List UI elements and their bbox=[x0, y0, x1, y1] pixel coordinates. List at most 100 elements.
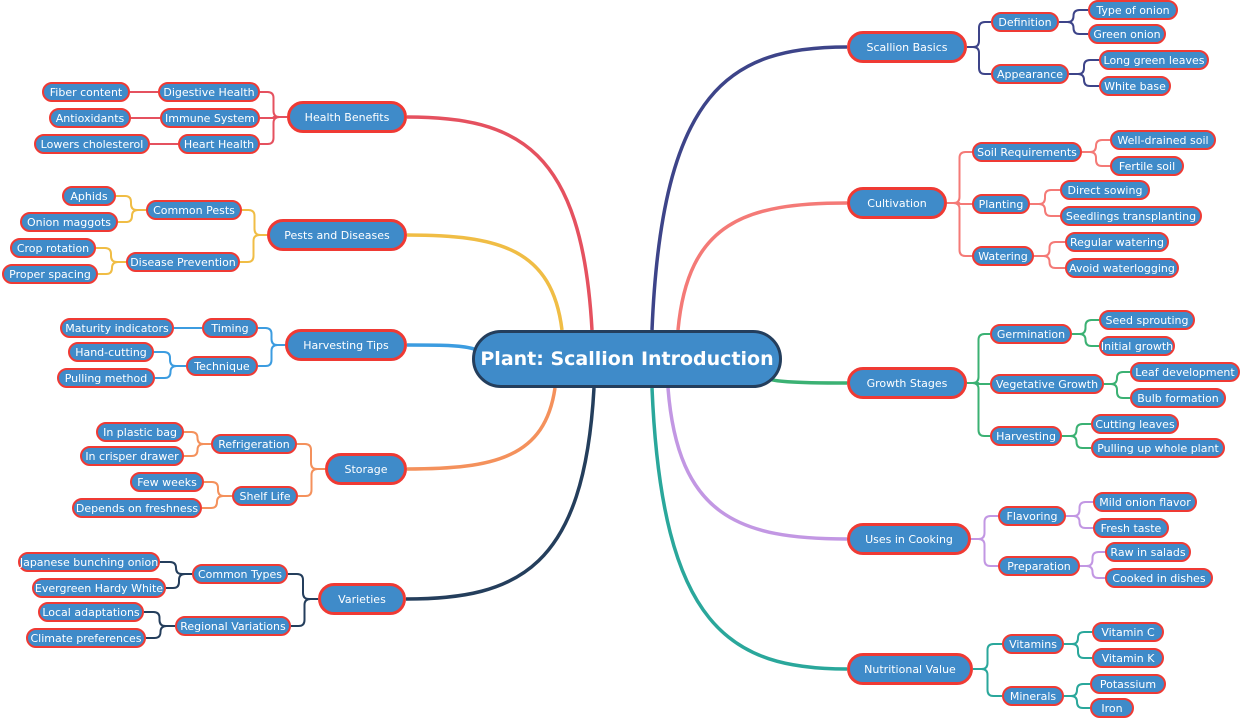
leaf-onion-maggots[interactable]: Onion maggots bbox=[20, 212, 118, 232]
topic-cultivation[interactable]: Cultivation bbox=[847, 187, 947, 219]
leaf-lowers-cholesterol[interactable]: Lowers cholesterol bbox=[34, 134, 150, 154]
subtopic-harvesting[interactable]: Harvesting bbox=[990, 426, 1062, 446]
subtopic-regional-variations[interactable]: Regional Variations bbox=[175, 616, 291, 636]
leaf-seedlings-transplanting[interactable]: Seedlings transplanting bbox=[1060, 206, 1202, 226]
leaf-fiber-content[interactable]: Fiber content bbox=[42, 82, 130, 102]
connector-onion-maggots bbox=[118, 209, 146, 223]
topic-growth-stages[interactable]: Growth Stages bbox=[847, 367, 967, 399]
connector-vegetative-growth bbox=[967, 382, 990, 385]
leaf-green-onion[interactable]: Green onion bbox=[1088, 24, 1166, 44]
leaf-pulling-up-whole-plant[interactable]: Pulling up whole plant bbox=[1091, 438, 1225, 458]
subtopic-technique[interactable]: Technique bbox=[186, 356, 258, 376]
leaf-fertile-soil[interactable]: Fertile soil bbox=[1110, 156, 1184, 176]
topic-storage[interactable]: Storage bbox=[325, 453, 407, 485]
branch-connector-nutritional-value bbox=[650, 387, 848, 671]
leaf-seed-sprouting[interactable]: Seed sprouting bbox=[1099, 310, 1195, 330]
connector-evergreen-hardy-white bbox=[166, 573, 192, 589]
leaf-type-of-onion[interactable]: Type of onion bbox=[1088, 0, 1178, 20]
connector-depends-on-freshness bbox=[202, 495, 232, 509]
subtopic-preparation[interactable]: Preparation bbox=[998, 556, 1080, 576]
leaf-aphids[interactable]: Aphids bbox=[62, 186, 116, 206]
connector-harvesting bbox=[967, 382, 990, 437]
connector-timing bbox=[258, 327, 285, 346]
topic-pests-and-diseases[interactable]: Pests and Diseases bbox=[267, 219, 407, 251]
connector-fresh-taste bbox=[1066, 515, 1093, 529]
leaf-leaf-development[interactable]: Leaf development bbox=[1130, 362, 1240, 382]
leaf-vitamin-c[interactable]: Vitamin C bbox=[1092, 622, 1164, 642]
subtopic-shelf-life[interactable]: Shelf Life bbox=[232, 486, 298, 506]
leaf-few-weeks[interactable]: Few weeks bbox=[130, 472, 204, 492]
topic-uses-in-cooking[interactable]: Uses in Cooking bbox=[847, 523, 971, 555]
leaf-well-drained-soil[interactable]: Well-drained soil bbox=[1110, 130, 1216, 150]
leaf-proper-spacing[interactable]: Proper spacing bbox=[2, 264, 98, 284]
leaf-crop-rotation[interactable]: Crop rotation bbox=[10, 238, 96, 258]
connector-initial-growth bbox=[1072, 333, 1099, 347]
leaf-bulb-formation[interactable]: Bulb formation bbox=[1130, 388, 1226, 408]
subtopic-flavoring[interactable]: Flavoring bbox=[998, 506, 1066, 526]
leaf-in-crisper-drawer[interactable]: In crisper drawer bbox=[80, 446, 184, 466]
leaf-mild-onion-flavor[interactable]: Mild onion flavor bbox=[1093, 492, 1197, 512]
subtopic-watering[interactable]: Watering bbox=[972, 246, 1034, 266]
topic-scallion-basics[interactable]: Scallion Basics bbox=[847, 31, 967, 63]
subtopic-heart-health[interactable]: Heart Health bbox=[178, 134, 260, 154]
subtopic-immune-system[interactable]: Immune System bbox=[160, 108, 260, 128]
subtopic-germination[interactable]: Germination bbox=[990, 324, 1072, 344]
leaf-potassium[interactable]: Potassium bbox=[1090, 674, 1166, 694]
branch-connector-storage bbox=[406, 387, 557, 471]
subtopic-timing[interactable]: Timing bbox=[202, 318, 258, 338]
leaf-initial-growth[interactable]: Initial growth bbox=[1099, 336, 1175, 356]
subtopic-refrigeration[interactable]: Refrigeration bbox=[211, 434, 297, 454]
connector-soil-requirements bbox=[947, 151, 972, 204]
leaf-long-green-leaves[interactable]: Long green leaves bbox=[1099, 50, 1209, 70]
leaf-maturity-indicators[interactable]: Maturity indicators bbox=[60, 318, 174, 338]
subtopic-appearance[interactable]: Appearance bbox=[991, 64, 1069, 84]
topic-varieties[interactable]: Varieties bbox=[318, 583, 406, 615]
subtopic-planting[interactable]: Planting bbox=[972, 194, 1030, 214]
topic-health-benefits[interactable]: Health Benefits bbox=[287, 101, 407, 133]
leaf-cutting-leaves[interactable]: Cutting leaves bbox=[1091, 414, 1179, 434]
topic-harvesting-tips[interactable]: Harvesting Tips bbox=[285, 329, 407, 361]
connector-digestive-health bbox=[260, 91, 287, 118]
subtopic-common-types[interactable]: Common Types bbox=[192, 564, 288, 584]
subtopic-disease-prevention[interactable]: Disease Prevention bbox=[126, 252, 240, 272]
root-topic[interactable]: Plant: Scallion Introduction bbox=[472, 330, 782, 388]
topic-nutritional-value[interactable]: Nutritional Value bbox=[847, 653, 973, 685]
leaf-japanese-bunching-onion[interactable]: Japanese bunching onion bbox=[18, 552, 160, 572]
connector-potassium bbox=[1064, 683, 1090, 697]
leaf-iron[interactable]: Iron bbox=[1090, 698, 1134, 718]
connector-green-onion bbox=[1059, 21, 1088, 35]
leaf-avoid-waterlogging[interactable]: Avoid waterlogging bbox=[1065, 258, 1179, 278]
subtopic-minerals[interactable]: Minerals bbox=[1002, 686, 1064, 706]
branch-connector-health-benefits bbox=[406, 115, 594, 331]
leaf-local-adaptations[interactable]: Local adaptations bbox=[38, 602, 144, 622]
connector-germination bbox=[967, 333, 990, 384]
subtopic-vitamins[interactable]: Vitamins bbox=[1002, 634, 1064, 654]
connector-long-green-leaves bbox=[1069, 59, 1099, 75]
subtopic-digestive-health[interactable]: Digestive Health bbox=[158, 82, 260, 102]
leaf-antioxidants[interactable]: Antioxidants bbox=[49, 108, 131, 128]
connector-regional-variations bbox=[291, 598, 318, 627]
leaf-direct-sowing[interactable]: Direct sowing bbox=[1060, 180, 1150, 200]
leaf-pulling-method[interactable]: Pulling method bbox=[57, 368, 155, 388]
leaf-cooked-in-dishes[interactable]: Cooked in dishes bbox=[1105, 568, 1213, 588]
leaf-climate-preferences[interactable]: Climate preferences bbox=[26, 628, 146, 648]
leaf-white-base[interactable]: White base bbox=[1099, 76, 1171, 96]
leaf-vitamin-k[interactable]: Vitamin K bbox=[1092, 648, 1164, 668]
connector-cooked-in-dishes bbox=[1080, 565, 1105, 579]
connector-well-drained-soil bbox=[1082, 139, 1110, 153]
leaf-in-plastic-bag[interactable]: In plastic bag bbox=[96, 422, 184, 442]
subtopic-soil-requirements[interactable]: Soil Requirements bbox=[972, 142, 1082, 162]
leaf-regular-watering[interactable]: Regular watering bbox=[1065, 232, 1169, 252]
subtopic-definition[interactable]: Definition bbox=[991, 12, 1059, 32]
subtopic-common-pests[interactable]: Common Pests bbox=[146, 200, 242, 220]
leaf-depends-on-freshness[interactable]: Depends on freshness bbox=[72, 498, 202, 518]
connector-leaf-development bbox=[1104, 371, 1130, 385]
connector-local-adaptations bbox=[144, 611, 175, 627]
subtopic-vegetative-growth[interactable]: Vegetative Growth bbox=[990, 374, 1104, 394]
leaf-hand-cutting[interactable]: Hand-cutting bbox=[68, 342, 154, 362]
leaf-raw-in-salads[interactable]: Raw in salads bbox=[1105, 542, 1191, 562]
leaf-evergreen-hardy-white[interactable]: Evergreen Hardy White bbox=[32, 578, 166, 598]
leaf-fresh-taste[interactable]: Fresh taste bbox=[1093, 518, 1169, 538]
connector-technique bbox=[258, 344, 285, 367]
